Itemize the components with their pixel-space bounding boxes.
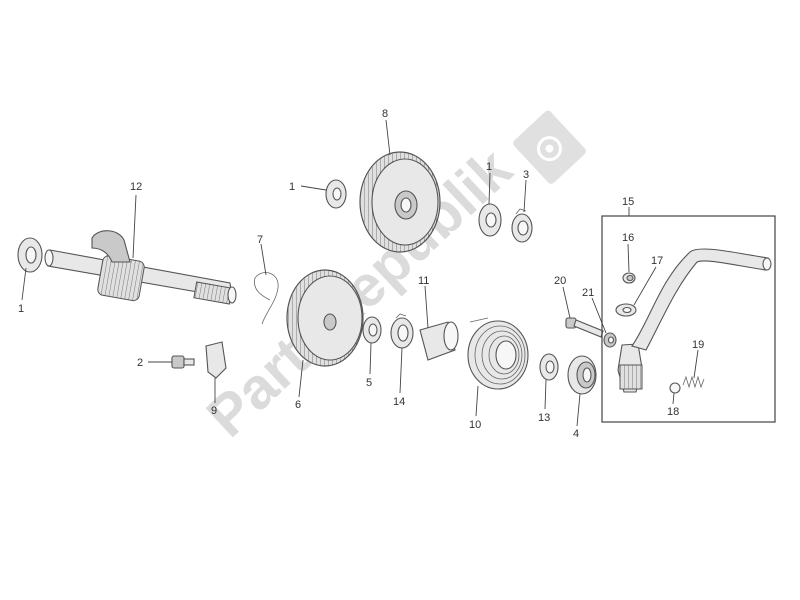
watermark-text: PartsRepublik [195, 135, 525, 449]
part-2-bolt [171, 355, 195, 369]
part-number-11: 11 [418, 275, 429, 287]
part-12-kickstart-shaft [44, 230, 237, 305]
part-7-spring-clip [254, 272, 279, 325]
part-number-8: 8 [382, 108, 388, 120]
part-number-10: 10 [469, 419, 481, 431]
part-1-washer-right [478, 203, 502, 237]
part-number-1-gear: 1 [289, 181, 295, 193]
part-number-6: 6 [295, 399, 301, 411]
part-3-circlip [511, 208, 533, 243]
part-15-kickstart-lever [617, 248, 772, 393]
part-8-gear [359, 151, 441, 253]
part-6-gear [286, 269, 364, 367]
part-20-bolt [565, 317, 604, 338]
part-number-13: 13 [538, 412, 550, 424]
part-4-bush [567, 355, 597, 395]
part-number-20: 20 [554, 275, 566, 287]
part-number-17: 17 [651, 255, 663, 267]
part-number-9: 9 [211, 405, 217, 417]
leader-lines [21, 119, 699, 427]
part-number-7: 7 [257, 234, 263, 246]
part-11-guide [419, 321, 459, 361]
part-13-washer [539, 353, 559, 381]
part-number-21: 21 [582, 287, 594, 299]
part-number-14: 14 [393, 396, 405, 408]
part-16-detent [622, 272, 636, 284]
part-number-15: 15 [622, 196, 634, 208]
part-9-pawl [205, 341, 227, 379]
part-1-washer-left [17, 237, 43, 273]
part-number-5: 5 [366, 377, 372, 389]
part-17-clip [615, 303, 637, 317]
kickstart-lever-group-frame [601, 215, 776, 423]
part-number-4: 4 [573, 428, 579, 440]
part-14-circlip [390, 313, 414, 349]
part-5-washer [362, 316, 382, 344]
part-number-16: 16 [622, 232, 634, 244]
part-number-2: 2 [137, 357, 143, 369]
part-numbers: 1 12 2 9 7 6 5 14 11 10 13 4 8 1 1 3 20 … [18, 108, 704, 440]
part-21-nut [603, 332, 617, 348]
part-18-ball [669, 382, 681, 394]
part-number-18: 18 [667, 406, 679, 418]
watermark-gear-icon [513, 110, 586, 184]
part-number-12: 12 [130, 181, 142, 193]
part-1-washer-gear [325, 179, 347, 209]
part-number-1-right: 1 [486, 161, 492, 173]
part-number-19: 19 [692, 339, 704, 351]
part-number-1-left: 1 [18, 303, 24, 315]
part-10-spring [467, 317, 529, 390]
part-19-spring [682, 375, 705, 389]
part-number-3: 3 [523, 169, 529, 181]
watermark: PartsRepublik [195, 135, 525, 449]
